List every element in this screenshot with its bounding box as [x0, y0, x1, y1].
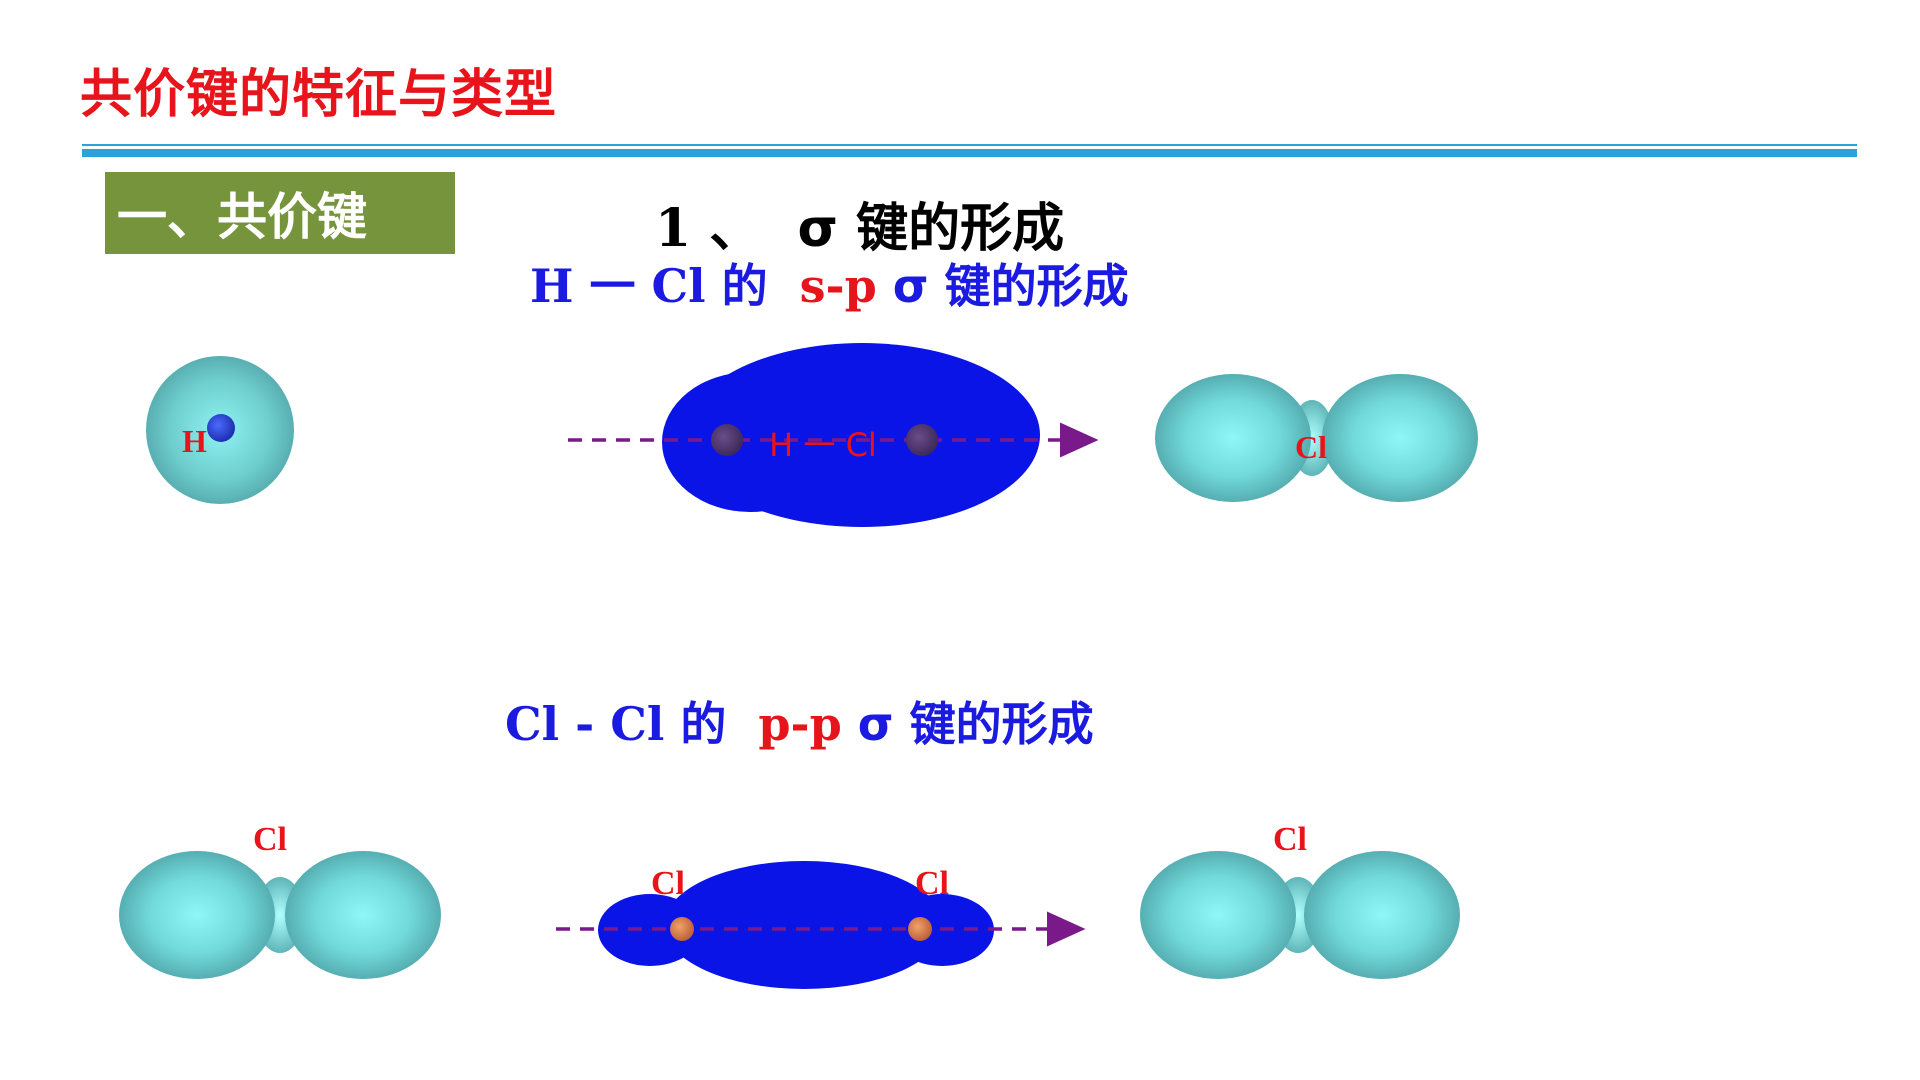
h-label: H	[182, 423, 207, 459]
sp-of: 的	[721, 259, 768, 313]
hcl-h-nucleus	[711, 424, 743, 456]
section-heading: 1 、 σ 键的形成	[655, 186, 1064, 261]
hcl-overlap-orbital: H 一 Cl	[568, 343, 1099, 527]
section-badge: 一、共价键	[105, 172, 455, 254]
heading-text: σ 键的形成	[797, 199, 1065, 259]
cl-label-mid-right: Cl	[915, 865, 949, 902]
sp-type: s-p	[799, 259, 877, 313]
cl-label-left: Cl	[253, 821, 287, 858]
sp-suffix: σ 键的形成	[892, 259, 1129, 313]
h-s-orbital: H	[146, 356, 294, 504]
pp-bond-subtitle: Cl - Cl 的 p-p σ 键的形成	[505, 688, 1094, 754]
cl-p-orbital-1: Cl	[1155, 374, 1478, 502]
cl-label-mid-left: Cl	[651, 865, 685, 902]
header-rule-thin	[82, 144, 1857, 146]
cl-p-orbital-left: Cl	[119, 821, 441, 979]
clcl-overlap-orbital: Cl Cl	[556, 861, 1086, 989]
cl-p-orbital-right: Cl	[1140, 821, 1460, 979]
sp-bond-subtitle: H 一 Cl 的 s-p σ 键的形成	[530, 250, 1129, 316]
hcl-cl-nucleus	[906, 424, 938, 456]
heading-number: 1 、	[655, 198, 762, 259]
section-badge-label: 一、共价键	[117, 188, 367, 246]
hcl-bond-label: H 一 Cl	[769, 426, 877, 464]
cl-label-1: Cl	[1295, 429, 1327, 465]
pp-type: p-p	[758, 697, 842, 751]
header-rule-thick	[82, 149, 1857, 157]
cl-nucleus-right	[908, 917, 932, 941]
pp-of: 的	[680, 697, 727, 751]
pp-atoms: Cl - Cl	[505, 697, 665, 751]
pp-suffix: σ 键的形成	[857, 697, 1094, 751]
cl-nucleus-left	[670, 917, 694, 941]
sp-atoms: H 一 Cl	[530, 259, 706, 313]
cl-label-right: Cl	[1273, 821, 1307, 858]
h-nucleus	[207, 414, 235, 442]
page-title: 共价键的特征与类型	[80, 65, 558, 125]
